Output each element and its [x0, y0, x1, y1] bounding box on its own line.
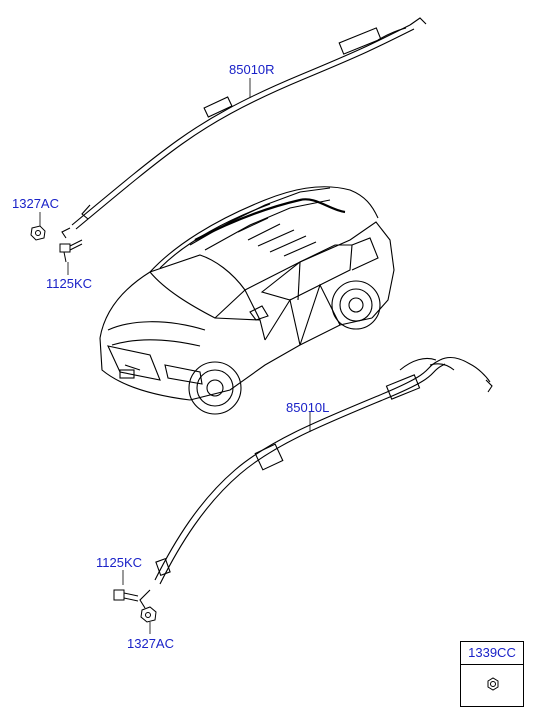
label-1125KC-lower[interactable]: 1125KC: [96, 555, 143, 570]
nut-upper-icon[interactable]: [30, 225, 46, 241]
label-1327AC-lower[interactable]: 1327AC: [127, 636, 174, 651]
label-1327AC-upper[interactable]: 1327AC: [12, 196, 59, 211]
legend-part-number[interactable]: 1339CC: [461, 642, 523, 665]
label-85010R[interactable]: 85010R: [229, 62, 275, 77]
label-85010L[interactable]: 85010L: [286, 400, 330, 415]
nut-icon: [487, 677, 499, 691]
legend-box: 1339CC: [460, 641, 524, 707]
nut-lower-icon[interactable]: [140, 606, 157, 623]
bolt-lower-icon[interactable]: [113, 589, 139, 602]
curtain-airbag-left[interactable]: [139, 356, 493, 609]
curtain-airbag-right[interactable]: [61, 17, 427, 239]
vehicle-illustration: [99, 186, 395, 415]
bolt-upper-icon[interactable]: [59, 239, 83, 263]
label-1125KC-upper[interactable]: 1125KC: [46, 276, 93, 291]
